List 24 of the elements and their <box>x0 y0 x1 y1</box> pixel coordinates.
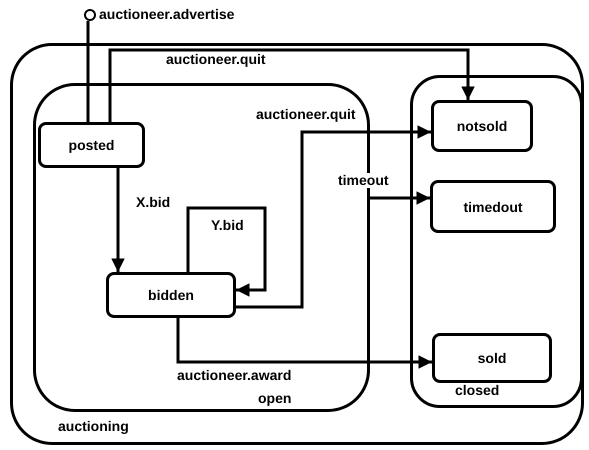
state-name: open <box>258 390 292 406</box>
state-box: sold <box>432 333 552 383</box>
edge-label: timeout <box>337 173 390 188</box>
edge-label: X.bid <box>135 195 172 210</box>
edge-label: Y.bid <box>210 218 245 233</box>
event-label: auctioneer.advertise <box>99 6 234 22</box>
transition-arrow <box>186 206 266 297</box>
transition-arrow <box>108 48 475 122</box>
edge-label: auctioneer.quit <box>165 52 267 67</box>
state-box: notsold <box>431 100 533 152</box>
state-box: bidden <box>106 272 236 318</box>
state-name: closed <box>455 382 500 398</box>
state-box: posted <box>38 122 145 168</box>
transition-arrow <box>176 318 432 369</box>
composite-state <box>410 75 583 408</box>
transition-line <box>86 21 90 122</box>
transition-arrow <box>370 191 430 205</box>
transition-arrow <box>111 168 125 272</box>
edge-label: auctioneer.award <box>176 368 292 383</box>
state-box: timedout <box>430 180 556 233</box>
edge-label: auctioneer.quit <box>255 107 357 122</box>
initial-state-circle <box>84 9 96 21</box>
state-name: auctioning <box>58 418 129 434</box>
transition-arrow <box>236 125 431 308</box>
